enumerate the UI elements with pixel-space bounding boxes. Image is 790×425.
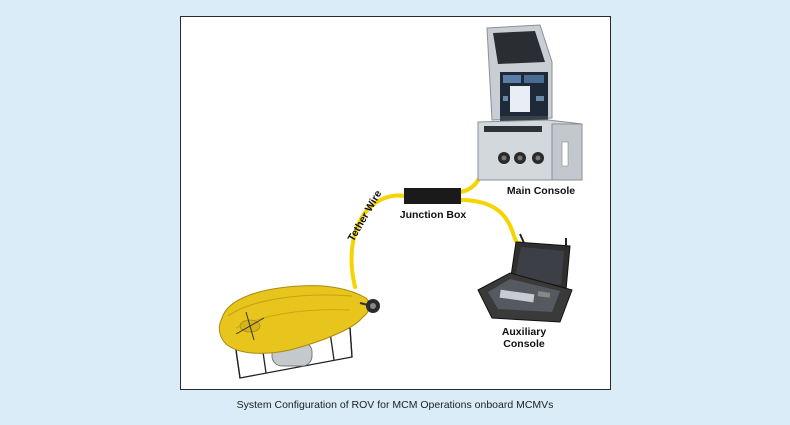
main-console-icon bbox=[477, 24, 583, 181]
aux-console-cable bbox=[458, 198, 522, 246]
figure-caption: System Configuration of ROV for MCM Oper… bbox=[236, 399, 554, 411]
main-console-label: Main Console bbox=[506, 185, 576, 197]
rov-vehicle-icon bbox=[218, 285, 380, 379]
tether-wire-cable bbox=[349, 193, 407, 289]
junction-box-icon bbox=[404, 188, 461, 204]
auxiliary-console-icon bbox=[477, 233, 573, 323]
junction-box-label: Junction Box bbox=[399, 209, 467, 221]
